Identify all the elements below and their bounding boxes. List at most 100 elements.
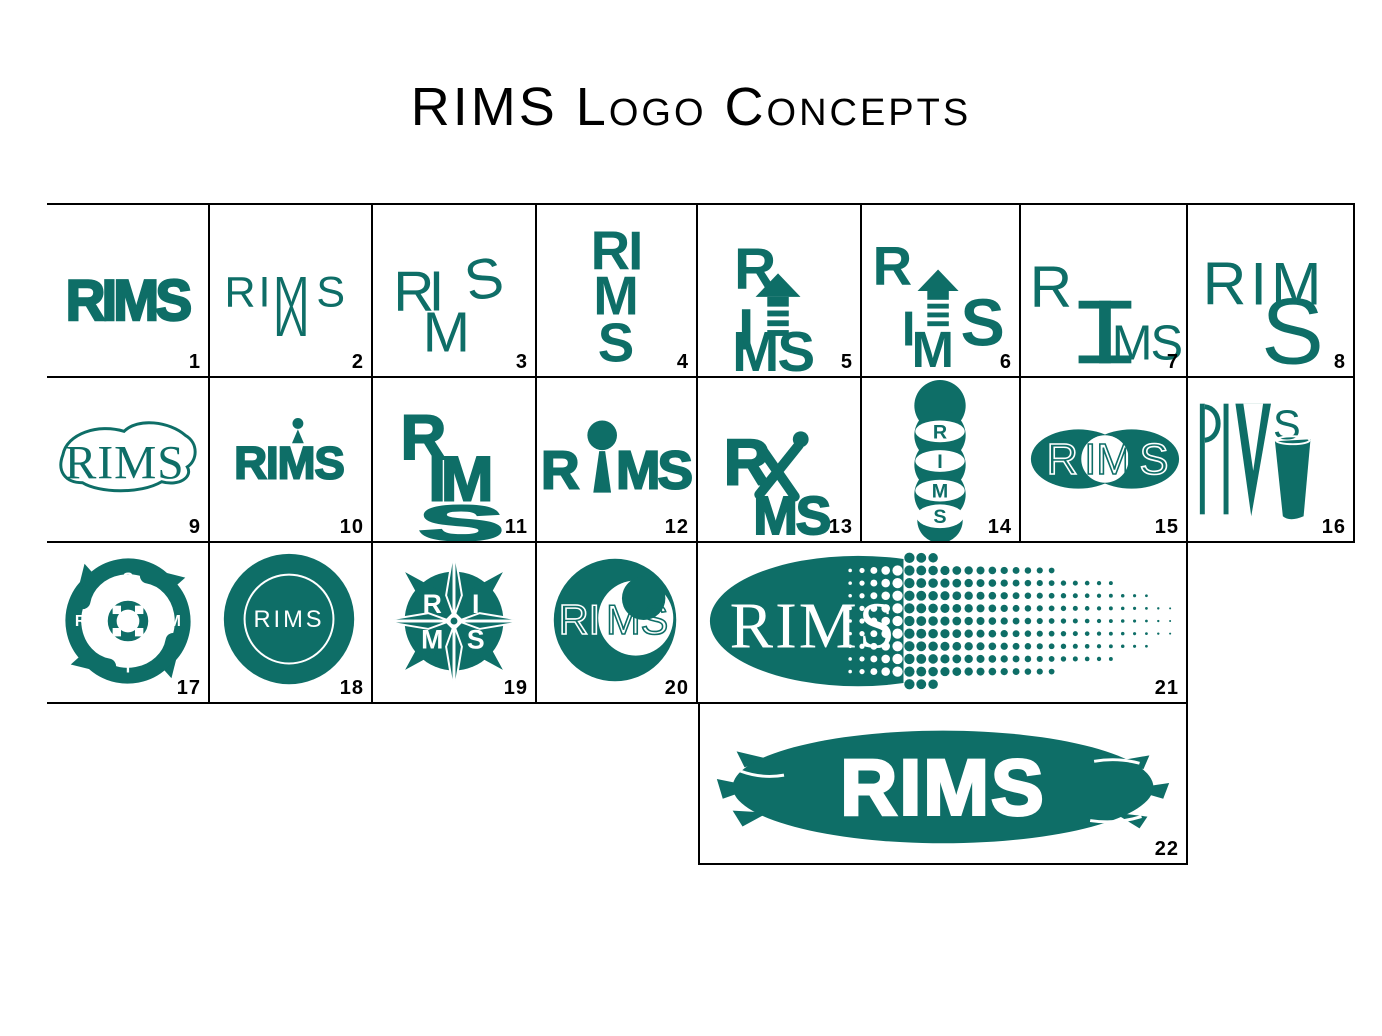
svg-text:I: I xyxy=(472,589,479,619)
concept-cell-20: RI MS 20 xyxy=(537,543,698,704)
logo-12-letters-ms: MS xyxy=(616,442,691,501)
cell-number: 2 xyxy=(351,351,364,373)
concept-cell-13: R MS 13 xyxy=(698,378,862,543)
brush-ellipse xyxy=(732,730,1154,844)
concept-cell-8: RIM S 8 xyxy=(1188,203,1355,378)
logo-13: R MS xyxy=(723,425,833,541)
logo-17-letter-r: R xyxy=(75,613,87,630)
logo-3: R I M S xyxy=(393,245,508,364)
svg-text:S: S xyxy=(467,625,485,655)
logo-17-letter-i: I xyxy=(126,659,130,676)
cell-number: 18 xyxy=(339,677,364,699)
logo-11-letter-s: S xyxy=(418,495,504,541)
concept-cell-22: RIMS 22 xyxy=(698,704,1188,865)
logo-5: R I MS xyxy=(732,237,815,376)
stacked-circles-icon xyxy=(914,380,966,541)
logo-13-letters-ms: MS xyxy=(753,487,829,541)
logo-4-letter-s: S xyxy=(598,311,635,373)
logo-4: RI M S xyxy=(591,219,644,373)
logo-12: R MS xyxy=(540,420,695,502)
logo-1: RIMS xyxy=(64,267,195,334)
logo-15: R IM S xyxy=(1030,429,1180,489)
deco-letter-m xyxy=(1235,403,1271,517)
brush-slashes-icon xyxy=(740,758,1142,824)
concept-cell-11: R IM S 11 xyxy=(373,378,537,543)
cell-number: 1 xyxy=(188,351,201,373)
concept-cell-12: R MS 12 xyxy=(537,378,698,543)
logo-11-letters-im: IM xyxy=(428,444,490,514)
logo-6: R I M S xyxy=(873,235,1005,376)
svg-text:M: M xyxy=(273,297,309,345)
logo-9: RIMS xyxy=(59,421,197,493)
logo-2: RI M M S xyxy=(225,269,346,345)
logo-5-letters-ms: MS xyxy=(732,321,813,376)
logo-4-letters-ri: RI xyxy=(591,219,642,281)
cell-number: 3 xyxy=(515,351,528,373)
concept-cell-2: RI M M S 2 xyxy=(210,203,373,378)
concept-cell-6: R I M S 6 xyxy=(862,203,1021,378)
logo-3-letter-r: R xyxy=(393,261,434,324)
cell-number: 16 xyxy=(1321,516,1346,538)
i-beam-icon xyxy=(1078,300,1132,364)
concept-cell-4: RI M S 4 xyxy=(537,203,698,378)
logo-6-letter-m: M xyxy=(912,321,954,376)
logo-14-letter-m: M xyxy=(932,481,948,503)
cell-number: 10 xyxy=(339,516,364,538)
cell-number: 6 xyxy=(999,351,1012,373)
halftone-dots-icon xyxy=(848,552,1172,690)
cell-number: 5 xyxy=(840,351,853,373)
logo-14-letter-s: S xyxy=(933,506,946,528)
logo-8-letter-s: S xyxy=(1261,278,1324,376)
logo-15-letter-s: S xyxy=(1140,436,1169,484)
cell-number: 17 xyxy=(176,677,201,699)
logo-5-letter-i: I xyxy=(738,298,754,363)
compass-rose-icon: R I M S xyxy=(376,543,532,699)
logo-6-letter-r: R xyxy=(873,235,913,297)
inner-ring xyxy=(243,573,335,665)
concept-cell-18: RIMS 18 xyxy=(210,543,373,704)
concept-cell-9: RIMS 9 xyxy=(47,378,210,543)
pinwheel-center xyxy=(107,600,149,642)
logo-3-letter-i: I xyxy=(429,261,445,324)
logo-8: RIM S xyxy=(1203,250,1324,376)
logo-14: R I M S xyxy=(914,380,966,541)
logo-2-letters-ri: RI xyxy=(225,269,274,317)
logo-22: RIMS xyxy=(716,730,1170,844)
logo-12-letter-r: R xyxy=(541,442,580,501)
logo-16: S xyxy=(1199,401,1311,520)
logo-17-letter-s: S xyxy=(123,570,134,587)
logo-10: RIMS xyxy=(233,418,346,490)
deco-letter-r xyxy=(1199,403,1221,515)
concept-cell-17: S M I R 17 xyxy=(47,543,210,704)
bowtie-m-icon: M M xyxy=(273,269,309,345)
logo-20-letters-ms: MS xyxy=(606,596,668,643)
logo-17-letter-m: M xyxy=(168,613,181,630)
comet-ellipse xyxy=(709,555,904,687)
cell-number: 7 xyxy=(1166,351,1179,373)
logo-4-letter-m: M xyxy=(593,264,639,326)
page-title: RIMS Logo Concepts xyxy=(410,77,972,137)
logo-7-letter-r: R xyxy=(1030,255,1072,320)
concept-cell-16: S 16 xyxy=(1188,378,1355,543)
cell-number: 15 xyxy=(1154,516,1179,538)
logo-21: RIMS xyxy=(709,552,1172,690)
cell-number: 22 xyxy=(1154,838,1179,860)
logo-15-letters-im: IM xyxy=(1084,436,1132,484)
logo-11: R IM S xyxy=(400,402,506,541)
center-circle xyxy=(1081,435,1129,483)
concept-cell-14: R I M S 14 xyxy=(862,378,1021,543)
logo-18-wordmark: RIMS xyxy=(253,607,324,633)
logo-21-wordmark: RIMS xyxy=(730,591,897,663)
cell-number: 12 xyxy=(664,516,689,538)
logo-15-letter-r: R xyxy=(1047,436,1078,484)
cell-number: 13 xyxy=(828,516,853,538)
logo-18: RIMS xyxy=(223,553,355,685)
keyhole-person-icon xyxy=(587,420,617,493)
logo-14-letter-i: I xyxy=(937,451,942,473)
concept-cell-19: R I M S 19 xyxy=(373,543,537,704)
logo-2-letter-s: S xyxy=(316,269,345,317)
concept-cell-15: R IM S 15 xyxy=(1021,378,1188,543)
cell-number: 11 xyxy=(504,516,528,538)
svg-text:R: R xyxy=(423,589,442,619)
svg-text:M: M xyxy=(421,625,443,655)
